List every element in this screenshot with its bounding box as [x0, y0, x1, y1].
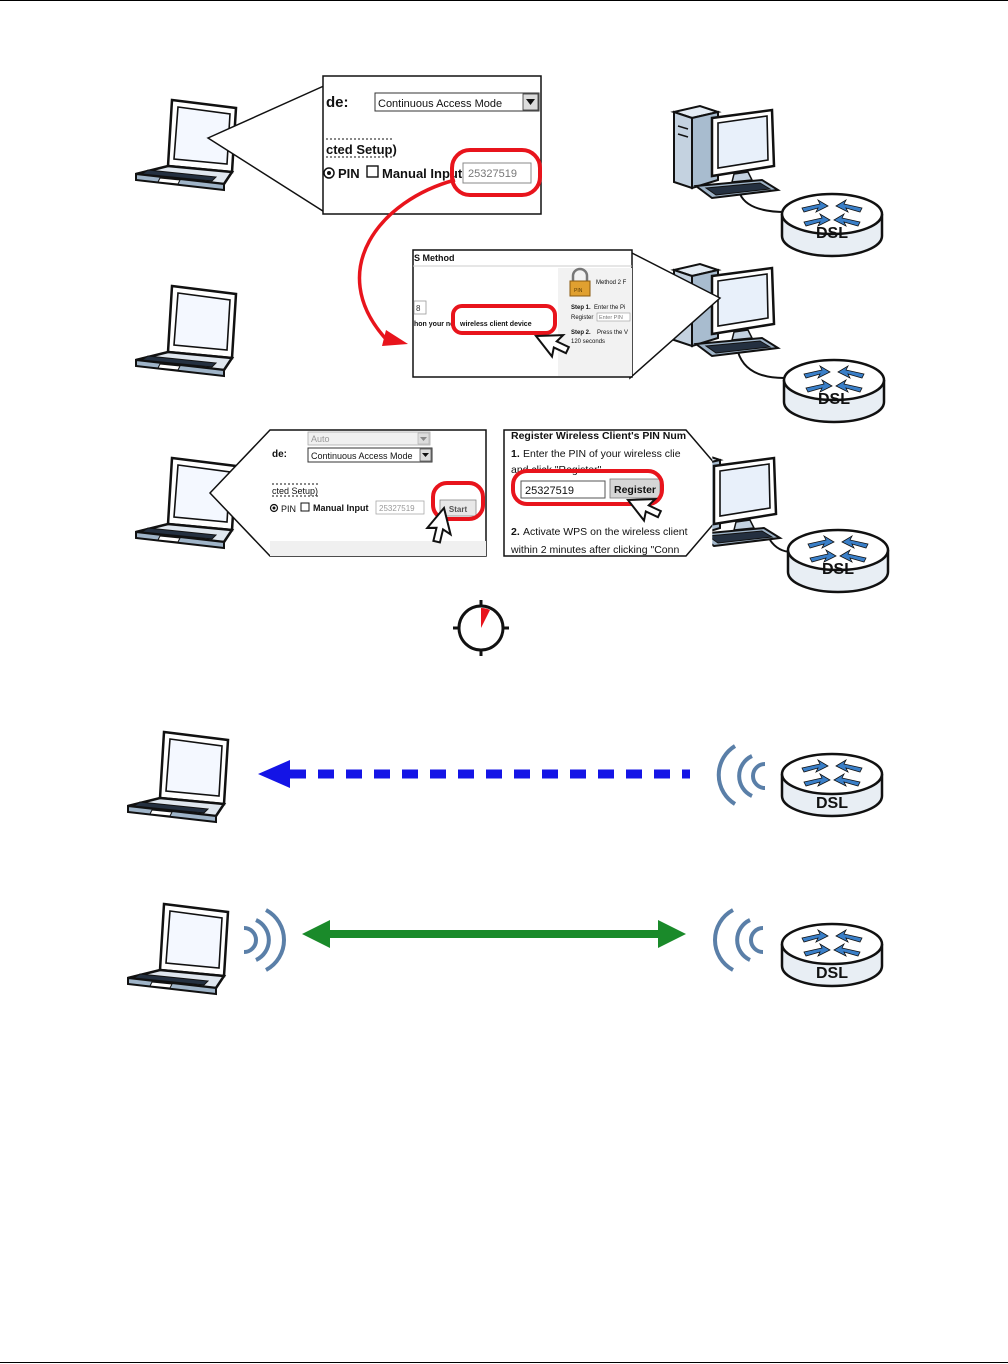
panel-2-field-value: 8 [416, 304, 421, 313]
client-highlight-ring [451, 304, 557, 335]
panel-1-wps-pin-entry: de: Continuous Access Mode cted Setup) P… [322, 75, 542, 215]
start-button[interactable] [439, 499, 477, 517]
callout-wedge [206, 83, 327, 215]
start-highlight-ring [431, 481, 485, 521]
band-select[interactable] [307, 431, 431, 446]
enter-pin-placeholder: Enter PIN [599, 315, 623, 321]
setup-heading: cted Setup) [326, 142, 397, 157]
step-2-label: Step 2. [571, 330, 591, 336]
step-1-text: Enter the Pi [594, 305, 625, 311]
dsl-label: DSL [822, 561, 854, 578]
mode-label: de: [326, 94, 349, 111]
panel-3-wps-start: Auto de: Continuous Access Mode cted Set… [208, 429, 487, 557]
dsl-label: DSL [816, 965, 848, 982]
manual-input-checkbox[interactable] [300, 502, 310, 512]
pin-field-value: 25327519 [468, 168, 517, 180]
method-2-label: Method 2 F [596, 280, 627, 286]
manual-input-checkbox[interactable] [366, 165, 379, 178]
top-rule [0, 0, 1008, 1]
step-2-text: Press the V [597, 330, 628, 336]
copy-pin-arrow [357, 178, 456, 340]
timer-icon [453, 600, 509, 656]
desktop-computer-icon [672, 104, 780, 200]
panel-2-router-wps-method: S Method 8 hon your ne wireless client d… [412, 249, 633, 378]
mode-label: de: [272, 449, 287, 460]
panel-2-client-text: hon your ne [414, 321, 454, 328]
setup-heading: cted Setup) [272, 486, 318, 496]
pin-field-value: 25327519 [379, 504, 415, 513]
mode-select[interactable] [374, 92, 540, 112]
pin-field[interactable] [462, 162, 532, 184]
wireless-signal-icon [243, 908, 286, 972]
register-title: Register Wireless Client's PIN Num [511, 430, 686, 442]
bottom-rule [0, 1362, 1008, 1363]
panel-2-title: S Method [414, 253, 455, 263]
start-button-label: Start [449, 505, 468, 514]
network-cable [737, 351, 785, 379]
register-button-label: Register [614, 484, 656, 496]
lock-label: PIN [574, 288, 583, 294]
step-1-text: Enter the PIN of your wireless clie [523, 448, 681, 460]
enter-pin-field[interactable] [596, 312, 631, 322]
register-highlight-ring [511, 469, 664, 506]
laptop-icon [134, 284, 238, 378]
dsl-label: DSL [816, 225, 848, 242]
dsl-label: DSL [816, 795, 848, 812]
manual-input-label: Manual Input [382, 166, 463, 181]
seconds-text: 120 seconds [571, 339, 605, 345]
step-2-text: Activate WPS on the wireless client [523, 526, 688, 538]
pin-radio-label: PIN [338, 166, 360, 181]
mode-select[interactable] [307, 447, 433, 463]
step-1-label: Step 1. [571, 305, 591, 311]
panel-2-client-link[interactable]: wireless client device [459, 321, 532, 328]
register-label: Register [571, 315, 593, 321]
laptop-icon [126, 902, 230, 996]
client-pin-field[interactable] [520, 480, 606, 499]
lock-icon [569, 267, 591, 297]
panel-4-register-client-pin: Register Wireless Client's PIN Num 1. En… [503, 429, 741, 557]
pin-highlight-ring [450, 148, 542, 197]
mode-select-value: Continuous Access Mode [311, 451, 413, 461]
pin-radio-label: PIN [281, 504, 296, 514]
wireless-signal-icon [716, 744, 766, 806]
client-pin-value: 25327519 [525, 485, 574, 497]
manual-input-label: Manual Input [313, 503, 369, 513]
step-1-number: 1. [511, 448, 520, 460]
mode-select-value: Continuous Access Mode [378, 98, 502, 110]
laptop-icon [126, 730, 230, 824]
network-cable [739, 193, 787, 213]
pin-field[interactable] [375, 500, 425, 515]
wireless-signal-icon [713, 908, 764, 972]
step-2-line-2: within 2 minutes after clicking "Conn [510, 544, 679, 556]
step-2-number: 2. [511, 526, 520, 538]
dsl-label: DSL [818, 391, 850, 408]
band-select-value: Auto [311, 434, 330, 444]
